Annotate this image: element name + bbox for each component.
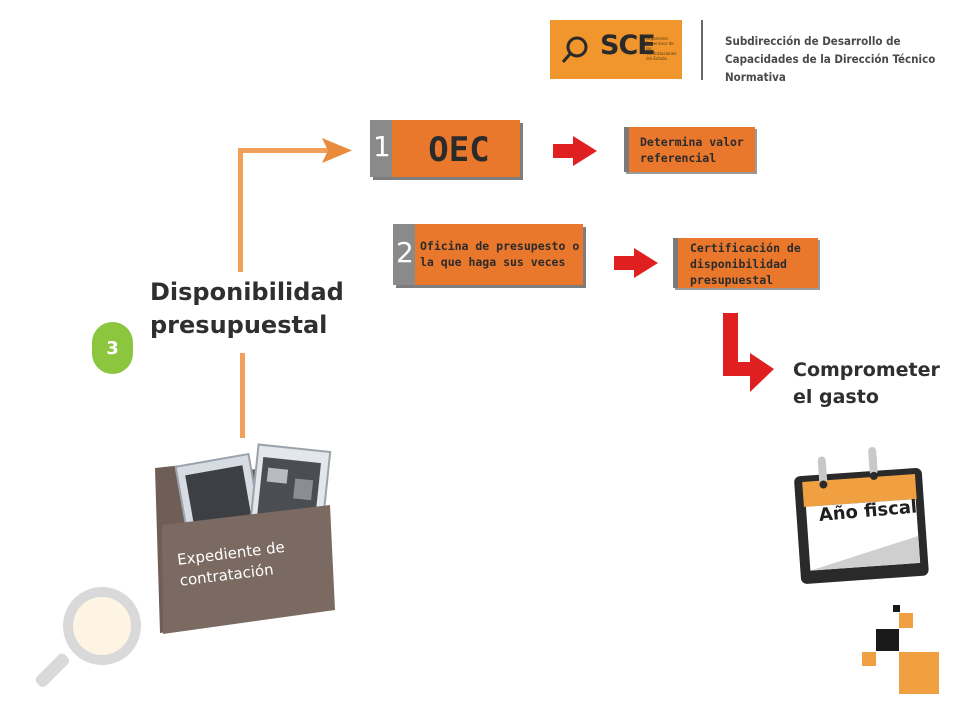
folder-icon (155, 443, 335, 634)
result-2-box (673, 238, 818, 288)
step-1-label: OEC (428, 129, 490, 170)
arrow-right-icon (553, 136, 597, 166)
logo-magnifier-icon (561, 36, 588, 63)
calendar-icon (794, 446, 929, 584)
header-title: Subdirección de Desarrollo de Capacidade… (725, 34, 936, 84)
step-2-label: Oficina de presupesto o la que haga sus … (420, 239, 580, 269)
logo-box (550, 20, 682, 79)
step-2-number: 2 (396, 236, 414, 269)
arrow-right-icon (614, 248, 658, 278)
logo-subtitle: Organismo Supervisor de las Contratacion… (646, 36, 677, 61)
elbow-arrow-icon (723, 313, 774, 392)
pixel-squares-icon (862, 605, 939, 694)
magnifier-icon (35, 587, 141, 688)
step-badge: 3 (92, 322, 133, 374)
result-1-box (624, 127, 755, 172)
header-divider (701, 20, 703, 80)
result-1-text: Determina valor referencial (640, 135, 744, 165)
step-2-box (393, 224, 583, 285)
logo-text: SCE (600, 30, 656, 61)
main-label: Disponibilidad presupuestal (150, 278, 344, 339)
step-1-box (370, 120, 520, 177)
connector-line (238, 138, 352, 438)
result-2-text: Certificación de disponibilidad presupue… (690, 241, 801, 287)
step-1-number: 1 (373, 130, 391, 163)
final-label: Comprometer el gasto (793, 359, 940, 408)
